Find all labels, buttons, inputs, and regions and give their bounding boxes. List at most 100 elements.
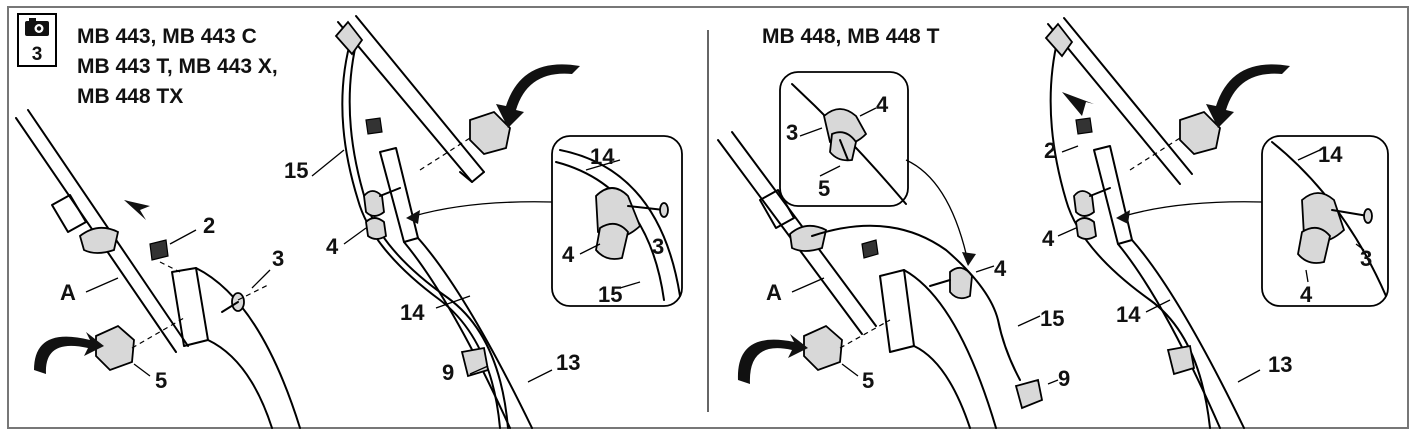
right-cable-clip-upper [1073,190,1095,217]
callout-15: 15 [284,158,308,183]
right-callout-5: 5 [862,368,874,393]
right-detail-inset-top [779,71,909,207]
insert-axis-line [159,261,181,273]
rotate-arrow-icon [34,332,104,374]
inset-callout-4: 4 [562,242,575,267]
callout-14: 14 [400,300,425,325]
bolt-part-3 [221,283,271,313]
handle-clamp-A [51,194,87,233]
cable-bundle-14 [348,35,509,429]
inset-leader-arrow-icon [406,210,420,224]
figure-frame [7,6,1409,429]
right-middle-tube [1093,145,1133,245]
callout-4: 4 [326,234,339,259]
inset-side-callout-3: 3 [1360,246,1372,271]
knob-part-5 [95,324,135,372]
insert-part-2 [149,239,169,261]
push-arrow-icon [124,200,150,220]
right-upper-tube-outer [903,269,997,429]
inset-top-callout-3: 3 [786,120,798,145]
left-model-line-1: MB 443, MB 443 C [77,25,257,48]
right-upper-handle-right [1063,17,1193,175]
right-knob-top [1179,110,1221,156]
right-cable-guide [789,224,828,252]
upper-handle-right [355,15,485,173]
cable-clip-4a [363,190,385,217]
right-callout-14: 14 [1116,302,1141,327]
right-clip-part-9 [1014,378,1044,410]
left-model-line-2: MB 443 T, MB 443 X, [77,55,278,78]
left-model-line-3: MB 448 TX [77,85,184,108]
lower-tube-outer [403,241,511,429]
right-handle-clamp-A [759,189,795,229]
right-knob-axis [839,319,891,349]
right-lower-tube-outer [1117,243,1221,429]
callout-5: 5 [155,368,167,393]
right-rotate-arrow-top-icon [1206,64,1290,128]
insert-part-top [365,117,383,135]
cable-guide-part [78,226,120,254]
right-model-line-1: MB 448, MB 448 T [762,25,940,48]
right-callout-A: A [766,280,782,305]
right-detail-inset-side [1261,135,1389,307]
right-callout-13: 13 [1268,352,1292,377]
inset-side-callout-4: 4 [1300,282,1313,307]
right-inset-leader [905,159,969,263]
right-upper-handle-left [1047,23,1181,185]
right-clip-bolt [929,279,951,287]
right-cable-clip-4 [949,266,973,300]
right-clip-upper-9 [1166,344,1196,376]
right-callout-15: 15 [1040,306,1064,331]
callout-A: A [60,280,76,305]
callout-3: 3 [272,246,284,271]
upper-tube-curve-inner [207,339,273,429]
inset-callout-3: 3 [652,234,664,259]
callout-13: 13 [556,350,580,375]
right-upper-tube-end [879,269,915,353]
inset-top-callout-5: 5 [818,176,830,201]
right-insert-top [1075,117,1093,135]
right-cable-end-fitting [1044,22,1074,58]
right-cable-clip-lower [1075,217,1097,240]
right-callout-2: 2 [1044,138,1056,163]
right-knob-part-5 [803,324,843,372]
right-lower-tube-inner [1131,239,1245,429]
inset-side-callout-14: 14 [1318,142,1343,167]
cable-end-fitting [334,20,364,56]
upper-tube-end [171,267,209,347]
knob-part-top [469,110,511,156]
left-detail-inset [551,135,683,307]
rotate-arrow-top-icon [496,64,580,128]
left-model-list: MB 443, MB 443 C MB 443 T, MB 443 X, MB … [77,22,278,112]
upper-handle-left [337,21,473,183]
right-rotate-arrow-icon [737,334,808,384]
camera-icon [25,18,49,36]
left-panel-drawing: A 2 3 5 15 4 14 9 13 14 4 3 15 [15,15,683,429]
step-badge: 3 [17,13,57,67]
inset-callout-14: 14 [590,144,615,169]
right-callout-4-cable: 4 [994,256,1007,281]
cable-clip-4b [365,217,387,240]
inset-top-callout-4: 4 [876,92,889,117]
callout-2: 2 [203,213,215,238]
right-callout-4-clip: 4 [1042,226,1055,251]
knob-top-axis [419,137,471,171]
right-model-list: MB 448, MB 448 T [762,22,939,52]
lower-tube-inner [417,237,533,429]
right-cable-15 [811,224,1021,381]
inset-callout-15: 15 [598,282,622,307]
right-panel-drawing: A 5 15 9 4 2 4 14 13 3 4 5 14 4 3 [717,17,1389,429]
right-push-arrow-icon [1062,92,1094,116]
right-callout-9: 9 [1058,366,1070,391]
right-insert-part [861,239,879,259]
upper-tube-curve-outer [195,267,301,429]
right-upper-tube-inner [913,345,971,429]
callout-9: 9 [442,360,454,385]
right-side-inset-arrow-icon [1116,210,1130,224]
right-inset-leader-arrow-icon [962,252,976,266]
clip-bolt [379,187,401,197]
inset-leader-curve [413,201,553,217]
step-number: 3 [32,44,43,65]
